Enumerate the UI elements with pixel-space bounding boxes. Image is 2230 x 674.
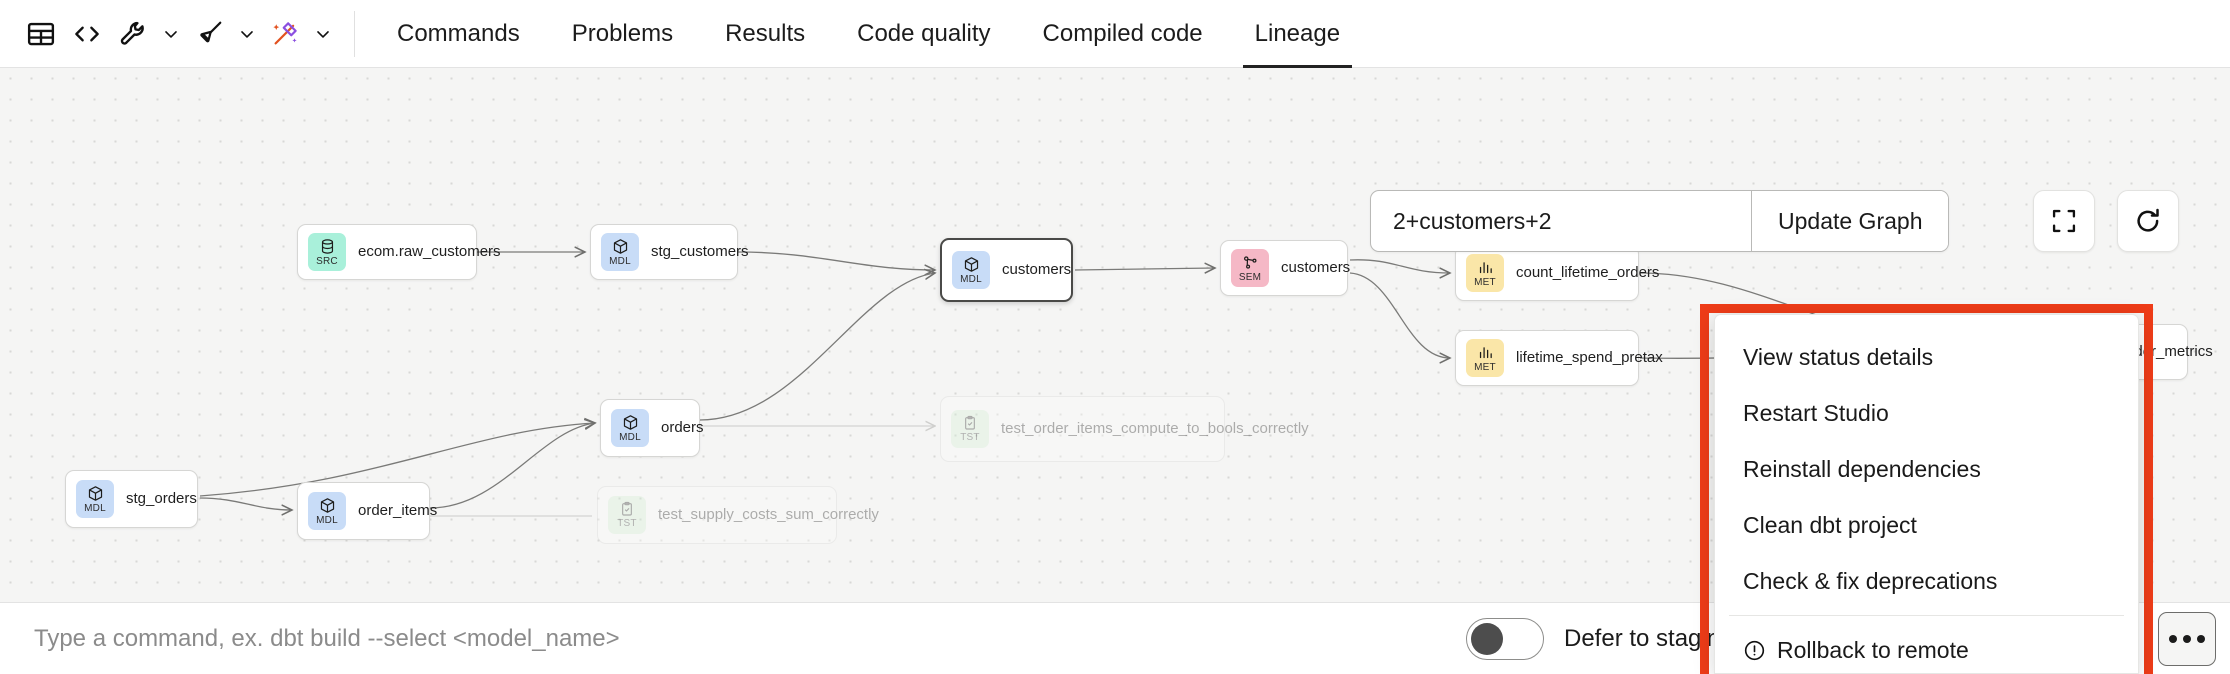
defer-group: Defer to staging <box>1430 617 1733 660</box>
code-icon[interactable] <box>64 11 110 57</box>
met-icon <box>1477 259 1494 276</box>
menu-item-rollback-to-remote[interactable]: Rollback to remote <box>1715 622 2138 674</box>
studio-context-menu: View status details Restart Studio Reins… <box>1714 314 2139 674</box>
sem-icon <box>1242 254 1259 271</box>
tst-type-badge: TST <box>608 496 646 534</box>
mdl-type-badge: MDL <box>952 251 990 289</box>
tab-commands[interactable]: Commands <box>397 19 520 47</box>
table-icon[interactable] <box>18 11 64 57</box>
lineage-node-orders[interactable]: MDL orders <box>600 399 704 457</box>
chevron-down-icon-broom[interactable] <box>232 11 262 57</box>
view-tabs: Commands Problems Results Code quality C… <box>371 0 1366 68</box>
alert-circle-icon <box>1743 639 1766 662</box>
menu-item-label: Clean dbt project <box>1743 511 1917 538</box>
lineage-node-label: orders <box>661 418 704 436</box>
tab-code-quality[interactable]: Code quality <box>857 19 991 47</box>
lineage-node-label: test_supply_costs_sum_correctly <box>658 505 879 523</box>
met-icon <box>1477 344 1494 361</box>
menu-item-clean-dbt-project[interactable]: Clean dbt project <box>1715 497 2138 553</box>
lineage-node-customers_mdl[interactable]: MDL customers <box>940 238 1073 302</box>
met-type-badge: MET <box>1466 254 1504 292</box>
mdl-icon <box>622 414 639 431</box>
update-graph-button[interactable]: Update Graph <box>1751 191 1949 251</box>
lineage-node-test_order_items[interactable]: TST test_order_items_compute_to_bools_cor… <box>940 396 1309 462</box>
lineage-node-label: stg_customers <box>651 242 749 260</box>
menu-item-label: Restart Studio <box>1743 399 1889 426</box>
chevron-down-icon-magic[interactable] <box>308 11 338 57</box>
mdl-icon <box>319 497 336 514</box>
menu-item-label: Reinstall dependencies <box>1743 455 1981 482</box>
toggle-knob <box>1471 622 1503 655</box>
lineage-node-label: test_order_items_compute_to_bools_correc… <box>1001 419 1309 437</box>
tst-icon <box>619 501 635 517</box>
dot <box>2183 635 2191 643</box>
lineage-node-label: count_lifetime_orders <box>1516 263 1660 281</box>
mdl-icon <box>963 256 980 273</box>
menu-item-label: View status details <box>1743 343 1934 370</box>
lineage-node-label: stg_orders <box>126 489 197 507</box>
src-icon <box>319 238 336 255</box>
mdl-type-badge: MDL <box>76 480 114 518</box>
broom-icon[interactable] <box>186 11 232 57</box>
tab-problems[interactable]: Problems <box>571 19 674 47</box>
lineage-node-stg_customers[interactable]: MDL stg_customers <box>590 224 749 280</box>
met-type-badge: MET <box>1466 339 1504 377</box>
mdl-type-badge: MDL <box>308 492 346 530</box>
mdl-type-badge: MDL <box>601 233 639 271</box>
lineage-node-label: order_items <box>358 501 438 519</box>
lineage-node-label: customers <box>1281 258 1351 276</box>
menu-item-check-fix-deprecations[interactable]: Check & fix deprecations <box>1715 553 2138 609</box>
lineage-node-customers_sem[interactable]: SEM customers <box>1220 240 1351 296</box>
wrench-icon[interactable] <box>110 11 156 57</box>
lineage-node-ecom_raw_customers[interactable]: SRC ecom.raw_customers <box>297 224 501 280</box>
lineage-node-stg_orders[interactable]: MDL stg_orders <box>65 470 198 528</box>
mdl-type-badge: MDL <box>611 409 649 447</box>
magic-wand-icon[interactable] <box>262 11 308 57</box>
menu-item-label: Rollback to remote <box>1777 636 1969 663</box>
menu-item-view-status-details[interactable]: View status details <box>1715 329 2138 385</box>
lineage-node-label: lifetime_spend_pretax <box>1516 348 1663 366</box>
fullscreen-icon[interactable] <box>2033 190 2095 252</box>
editor-tool-group <box>0 0 338 68</box>
mdl-icon <box>612 238 629 255</box>
menu-item-reinstall-dependencies[interactable]: Reinstall dependencies <box>1715 441 2138 497</box>
chevron-down-icon-wrench[interactable] <box>156 11 186 57</box>
lineage-node-lifetime_spend_pretax[interactable]: MET lifetime_spend_pretax <box>1455 330 1663 386</box>
tab-lineage[interactable]: Lineage <box>1229 0 1366 68</box>
graph-select-input[interactable] <box>1371 191 1751 251</box>
command-input[interactable] <box>0 624 1430 653</box>
src-type-badge: SRC <box>308 233 346 271</box>
lineage-node-label: customers <box>1002 260 1072 278</box>
top-toolbar: Commands Problems Results Code quality C… <box>0 0 2230 68</box>
lineage-node-test_supply_costs[interactable]: TST test_supply_costs_sum_correctly <box>597 486 879 544</box>
lineage-node-count_lifetime_orders[interactable]: MET count_lifetime_orders <box>1455 245 1659 301</box>
lineage-node-order_items[interactable]: MDL order_items <box>297 482 437 540</box>
dot <box>2197 635 2205 643</box>
toolbar-divider <box>354 10 355 57</box>
refresh-icon[interactable] <box>2117 190 2179 252</box>
more-options-icon[interactable] <box>2158 612 2216 666</box>
tab-compiled-code[interactable]: Compiled code <box>1042 19 1203 47</box>
sem-type-badge: SEM <box>1231 249 1269 287</box>
defer-toggle[interactable] <box>1466 617 1544 660</box>
lineage-node-label: ecom.raw_customers <box>358 242 501 260</box>
menu-item-label: Check & fix deprecations <box>1743 567 1998 594</box>
menu-item-restart-studio[interactable]: Restart Studio <box>1715 385 2138 441</box>
menu-divider <box>1729 615 2124 616</box>
mdl-icon <box>87 485 104 502</box>
graph-selector-bar: Update Graph <box>1370 190 1950 252</box>
tab-results[interactable]: Results <box>725 19 806 47</box>
tst-icon <box>962 415 978 431</box>
tst-type-badge: TST <box>951 410 989 448</box>
dot <box>2169 635 2177 643</box>
